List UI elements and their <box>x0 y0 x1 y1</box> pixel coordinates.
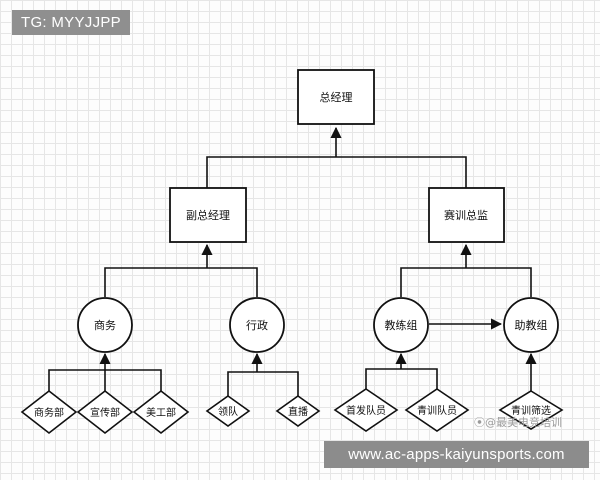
connector-to-coaching <box>365 354 438 389</box>
node-starters-label: 首发队员 <box>346 404 386 417</box>
node-dept-business: 商务部 <box>20 389 78 435</box>
node-streaming: 直播 <box>275 395 321 427</box>
node-dept-promo-label: 宣传部 <box>90 406 120 419</box>
node-vp: 副总经理 <box>169 187 247 243</box>
node-assistant: 助教组 <box>503 297 559 353</box>
node-root: 总经理 <box>297 69 375 125</box>
url-banner[interactable]: www.ac-apps-kaiyunsports.com <box>324 441 589 468</box>
node-youth-screening-label: 青训筛选 <box>511 404 551 417</box>
node-vp-label: 副总经理 <box>186 208 230 222</box>
node-dept-business-label: 商务部 <box>34 406 64 419</box>
connector-to-business <box>48 354 162 391</box>
node-admin: 行政 <box>229 297 285 353</box>
node-youth: 青训队员 <box>404 388 470 432</box>
node-director-label: 赛训总监 <box>444 208 488 222</box>
connector-to-admin <box>227 354 299 396</box>
connector-to-director <box>400 245 532 297</box>
node-starters: 首发队员 <box>333 388 399 432</box>
node-director: 赛训总监 <box>428 187 505 243</box>
node-team-lead-label: 领队 <box>218 405 238 418</box>
node-team-lead: 领队 <box>205 395 251 427</box>
node-business: 商务 <box>77 297 133 353</box>
tg-badge: TG: MYYJJPP <box>12 10 130 35</box>
node-streaming-label: 直播 <box>288 405 308 418</box>
node-root-label: 总经理 <box>320 90 353 104</box>
node-coaching-label: 教练组 <box>385 318 418 332</box>
node-admin-label: 行政 <box>246 318 268 332</box>
node-dept-art-label: 美工部 <box>146 406 176 419</box>
connector-to-vp <box>104 245 258 297</box>
node-coaching: 教练组 <box>373 297 429 353</box>
node-assistant-label: 助教组 <box>515 318 548 332</box>
node-youth-screening: 青训筛选 <box>498 390 564 430</box>
node-dept-promo: 宣传部 <box>76 389 134 435</box>
connector-to-root <box>206 128 467 188</box>
connector-lines <box>48 128 537 396</box>
node-dept-art: 美工部 <box>132 389 190 435</box>
node-business-label: 商务 <box>94 318 116 332</box>
watermark: ⦿@最美电竞培训 <box>474 416 562 429</box>
node-youth-label: 青训队员 <box>417 404 457 417</box>
